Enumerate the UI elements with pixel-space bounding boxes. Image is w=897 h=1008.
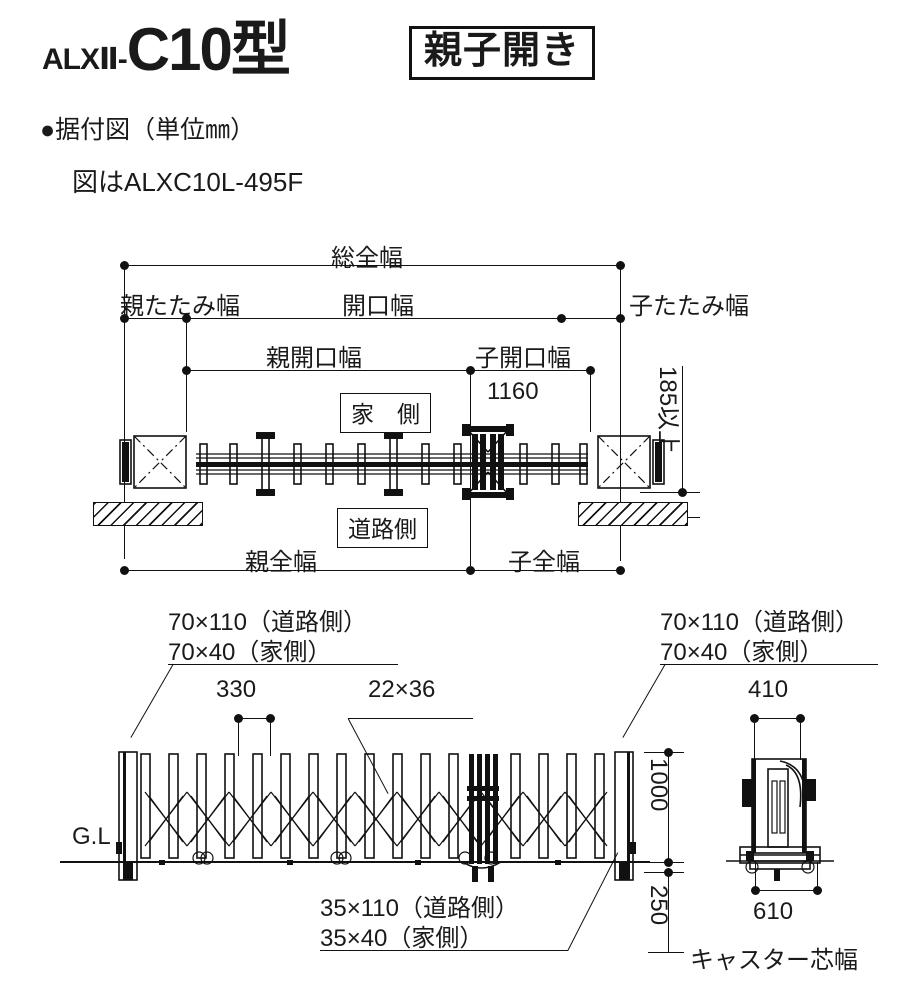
dim-value-caster-width: 610 <box>753 898 794 925</box>
dim-label-parent-opening-width: 親開口幅 <box>266 345 362 372</box>
foundation-block-left <box>93 502 203 526</box>
spec-post-road-right: 70×110（道路側） <box>660 609 859 636</box>
spec-lattice: 22×36 <box>368 676 436 703</box>
callout-leader-left <box>130 663 175 739</box>
spec-post-house-right: 70×40（家側） <box>660 639 824 666</box>
dim-label-parent-fold-width: 親たたみ幅 <box>120 293 240 320</box>
header-block: ALXⅡ- C10型 親子開き ●据付図（単位㎜） 図はALXC10L-495F <box>0 0 897 210</box>
type-badge: 親子開き <box>409 26 596 80</box>
witness-line <box>124 261 126 559</box>
witness-line <box>186 314 188 432</box>
spec-post-road-left: 70×110（道路側） <box>168 609 367 636</box>
plan-view: 総全幅 親たたみ幅 開口幅 子たたみ幅 親開口幅 子開口幅 1160 親全幅 子… <box>0 230 897 590</box>
label-road-side: 道路側 <box>337 508 428 548</box>
height-tick <box>644 752 684 754</box>
witness-line <box>590 366 592 432</box>
dim-label-total-width: 総全幅 <box>331 245 403 272</box>
dim-value-pitch: 330 <box>216 676 257 703</box>
witness-line <box>817 862 819 892</box>
height-tick <box>644 872 684 874</box>
dimline-caster-width <box>755 890 817 892</box>
gate-elevation-drawing <box>116 751 636 882</box>
dimline-pitch <box>238 718 272 720</box>
dimline-clearance <box>682 366 684 494</box>
witness-line <box>620 261 622 561</box>
section-title: ●据付図（単位㎜） <box>40 116 256 144</box>
spec-rail-house: 35×40（家側） <box>320 925 484 952</box>
callout-underline-lattice <box>348 718 473 720</box>
witness-line <box>270 718 272 756</box>
model-title: ALXⅡ- C10型 <box>42 16 291 83</box>
dim-label-child-opening-width: 子開口幅 <box>475 345 571 372</box>
ground-line <box>60 861 650 863</box>
dimline-height-below <box>668 872 670 952</box>
dim-dot <box>120 566 129 575</box>
dimline-full-width <box>124 570 620 572</box>
elevation-view: 70×110（道路側） 70×40（家側） 330 22×36 70×110（道… <box>0 600 897 1008</box>
foundation-block-right <box>578 502 688 526</box>
label-house-side: 家 側 <box>340 393 431 433</box>
witness-line <box>800 718 802 760</box>
witness-line <box>238 718 240 756</box>
witness-line <box>755 862 757 892</box>
dim-value-post-width: 410 <box>748 676 789 703</box>
label-ground-level: G.L <box>72 823 111 850</box>
caption-caster-width: キャスター芯幅 <box>690 947 858 974</box>
spec-post-house-left: 70×40（家側） <box>168 639 332 666</box>
spec-rail-road: 35×110（道路側） <box>320 895 519 922</box>
brand-prefix: ALXⅡ- <box>42 43 128 76</box>
height-tick <box>644 862 684 864</box>
model-name: C10型 <box>126 16 291 83</box>
dim-value-child-opening: 1160 <box>487 378 539 405</box>
dimline-parent-child-opening <box>186 370 590 372</box>
plan-gate-drawing <box>119 424 665 500</box>
dim-dot <box>557 314 566 323</box>
witness-line <box>470 370 472 566</box>
dim-dot <box>616 566 625 575</box>
callout-underline-right <box>660 664 878 666</box>
dimline-post-width <box>754 718 800 720</box>
clearance-tick <box>640 492 700 494</box>
height-tick <box>648 952 684 954</box>
callout-leader-right <box>622 663 667 739</box>
dim-dot <box>466 566 475 575</box>
dimline-total-width <box>124 265 620 267</box>
dimline-height-above <box>668 752 670 864</box>
figure-note: 図はALXC10L-495F <box>72 167 304 197</box>
callout-underline-left <box>168 664 398 666</box>
witness-line <box>754 718 756 760</box>
dim-label-parent-full-width: 親全幅 <box>245 549 317 576</box>
dim-label-child-fold-width: 子たたみ幅 <box>629 293 749 320</box>
dim-label-child-full-width: 子全幅 <box>508 549 580 576</box>
dimline-opening-width <box>124 318 620 320</box>
dim-label-opening-width: 開口幅 <box>342 293 414 320</box>
callout-underline-bottom <box>320 950 568 952</box>
side-view-drawing <box>726 758 834 881</box>
